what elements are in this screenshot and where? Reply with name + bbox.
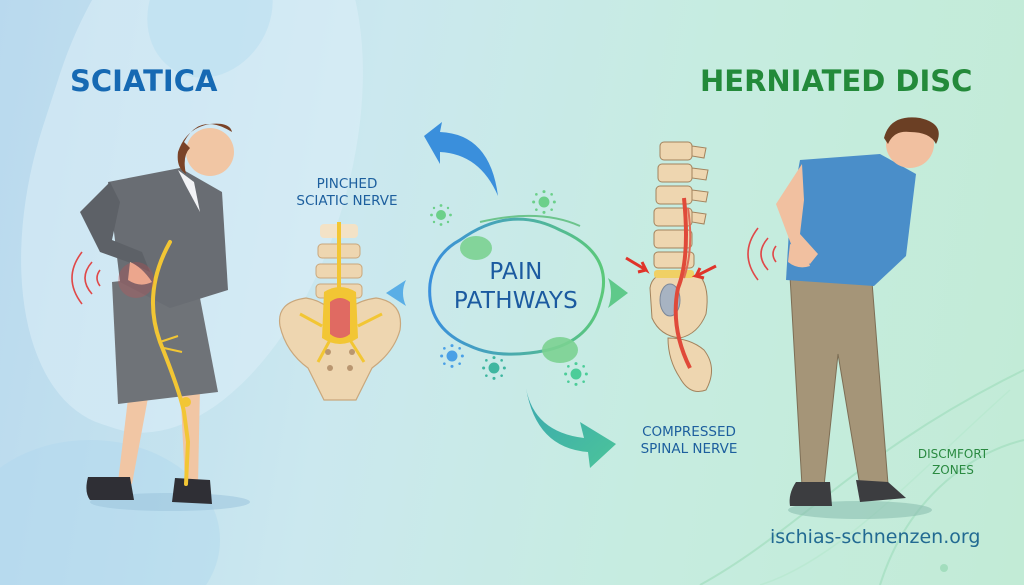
pain-pathways-loop <box>428 214 605 363</box>
label-line: ZONES <box>932 463 974 477</box>
pelvis-anatomy-illustration <box>278 222 402 401</box>
spine-anatomy-illustration <box>625 141 717 392</box>
sciatica-title: SCIATICA <box>70 64 218 98</box>
curved-arrow-left-icon <box>424 122 498 196</box>
label-line: SCIATIC NERVE <box>296 193 398 209</box>
man-figure <box>776 117 939 519</box>
website-url: ischias-schnenzen.org <box>770 526 981 548</box>
sparkle-dot-icon <box>440 344 464 368</box>
pinched-nerve-label: PINCHED SCIATIC NERVE <box>282 176 412 210</box>
sparkle-dot-icon <box>482 356 506 380</box>
label-line: COMPRESSED <box>642 424 736 440</box>
compressed-nerve-label: COMPRESSED SPINAL NERVE <box>624 424 754 458</box>
sparkle-dot-icon <box>430 204 452 226</box>
pain-waves-icon <box>747 227 777 281</box>
label-line: PINCHED <box>316 176 378 192</box>
discomfort-zones-label: DISCMFORT ZONES <box>906 446 1000 478</box>
sparkle-dot-icon <box>532 190 556 214</box>
pain-waves-icon <box>71 251 101 305</box>
sparkle-dot-icon <box>564 362 588 386</box>
woman-figure <box>80 123 250 511</box>
triangle-pointer-icon <box>386 280 406 306</box>
label-line: SPINAL NERVE <box>640 441 738 457</box>
herniated-disc-title: HERNIATED DISC <box>700 64 973 98</box>
center-title-line: PATHWAYS <box>453 288 579 314</box>
triangle-pointer-icon <box>608 278 628 308</box>
curved-arrow-right-icon <box>526 388 616 468</box>
label-line: DISCMFORT <box>917 447 989 461</box>
center-title-line: PAIN <box>489 259 543 285</box>
pain-pathways-title: PAIN PATHWAYS <box>436 258 596 316</box>
